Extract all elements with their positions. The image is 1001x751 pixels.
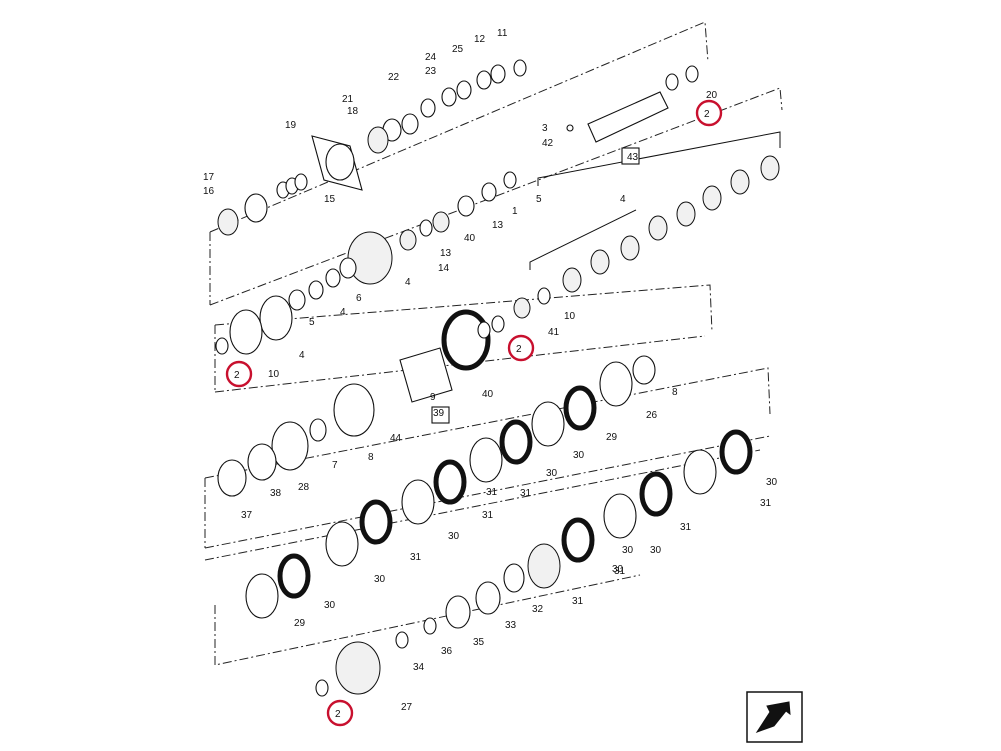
callout-6: 6 [356, 293, 362, 304]
callout-4: 4 [405, 277, 411, 288]
parts-layer [215, 59, 780, 697]
highlighted-callout-2: 2 [516, 344, 522, 355]
next-page-arrow-icon[interactable] [746, 691, 803, 743]
callout-28: 28 [298, 482, 310, 493]
highlight-circles [225, 99, 723, 727]
callout-14: 14 [438, 263, 450, 274]
callout-22: 22 [388, 72, 400, 83]
callout-31: 31 [614, 566, 626, 577]
callout-44: 44 [390, 433, 402, 444]
callout-4: 4 [299, 350, 305, 361]
callout-15: 15 [324, 194, 336, 205]
shaft-group-frame [529, 131, 781, 270]
callout-31: 31 [520, 488, 532, 499]
callout-29: 29 [294, 618, 306, 629]
callout-32: 32 [532, 604, 544, 615]
group-boundaries [204, 21, 783, 666]
callout-30: 30 [573, 450, 585, 461]
callout-5: 5 [536, 194, 542, 205]
callout-30: 30 [374, 574, 386, 585]
callout-31: 31 [486, 487, 498, 498]
callout-31: 31 [482, 510, 494, 521]
callout-30: 30 [324, 600, 336, 611]
callout-8: 8 [368, 452, 374, 463]
callout-4: 4 [340, 307, 346, 318]
callout-7: 7 [332, 460, 338, 471]
callout-30: 30 [448, 531, 460, 542]
callout-40: 40 [482, 389, 494, 400]
callout-10: 10 [268, 369, 280, 380]
callout-21: 21 [342, 94, 354, 105]
callout-40: 40 [464, 233, 476, 244]
callout-30: 30 [612, 564, 624, 575]
callout-18: 18 [347, 106, 359, 117]
callout-31: 31 [760, 498, 772, 509]
callout-12: 12 [474, 34, 486, 45]
callout-30: 30 [622, 545, 634, 556]
callout-4: 4 [620, 194, 626, 205]
callout-26: 26 [646, 410, 658, 421]
callout-38: 38 [270, 488, 282, 499]
callout-8: 8 [672, 387, 678, 398]
callout-16: 16 [203, 186, 215, 197]
callout-37: 37 [241, 510, 253, 521]
callout-11: 11 [497, 28, 508, 39]
callout-31: 31 [410, 552, 422, 563]
callout-24: 24 [425, 52, 437, 63]
callout-39: 39 [433, 408, 445, 419]
callout-41: 41 [548, 327, 560, 338]
callout-30: 30 [546, 468, 558, 479]
callout-13: 13 [492, 220, 504, 231]
callout-34: 34 [413, 662, 425, 673]
callout-29: 29 [606, 432, 618, 443]
callout-30: 30 [766, 477, 778, 488]
callout-17: 17 [203, 172, 215, 183]
boxed-callouts [431, 147, 640, 424]
highlighted-callout-2: 2 [234, 370, 240, 381]
callout-3: 3 [542, 123, 548, 134]
highlighted-callout-2: 2 [704, 109, 710, 120]
callout-9: 9 [430, 392, 436, 403]
callout-42: 42 [542, 138, 554, 149]
callout-36: 36 [441, 646, 453, 657]
callout-10: 10 [564, 311, 576, 322]
callout-25: 25 [452, 44, 464, 55]
callout-23: 23 [425, 66, 437, 77]
callout-19: 19 [285, 120, 297, 131]
callout-30: 30 [650, 545, 662, 556]
callout-13: 13 [440, 248, 452, 259]
callout-35: 35 [473, 637, 485, 648]
callout-20: 20 [706, 90, 718, 101]
callout-43: 43 [627, 152, 639, 163]
callout-33: 33 [505, 620, 517, 631]
callout-31: 31 [680, 522, 692, 533]
highlighted-callout-2: 2 [335, 709, 341, 720]
callout-31: 31 [572, 596, 584, 607]
callout-1: 1 [512, 206, 518, 217]
callout-5: 5 [309, 317, 315, 328]
callout-27: 27 [401, 702, 413, 713]
